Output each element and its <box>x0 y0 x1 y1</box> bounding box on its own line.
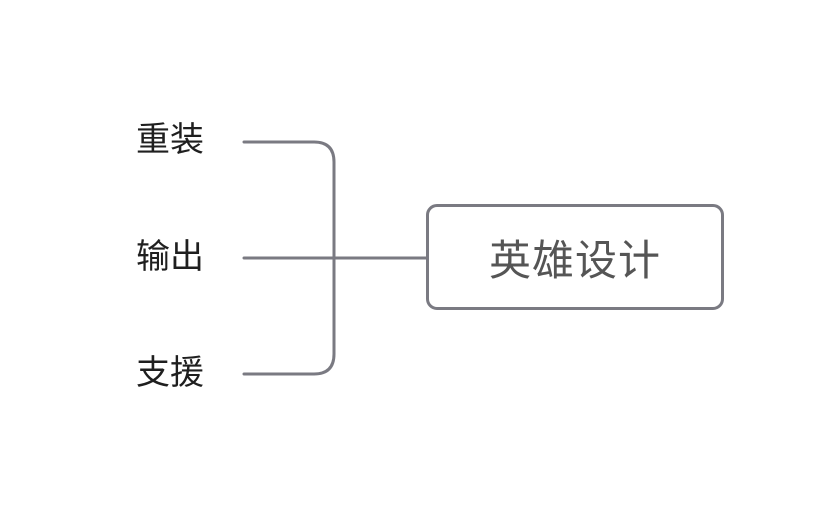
root-node-box: 英雄设计 <box>426 204 724 310</box>
branch-node-support: 支援 <box>136 353 204 393</box>
connector-branch-1 <box>242 140 336 242</box>
branch-node-heavy: 重装 <box>136 120 204 160</box>
root-node-label: 英雄设计 <box>488 235 661 285</box>
branch-node-output: 输出 <box>136 237 204 277</box>
connector-branch-3 <box>242 274 336 376</box>
